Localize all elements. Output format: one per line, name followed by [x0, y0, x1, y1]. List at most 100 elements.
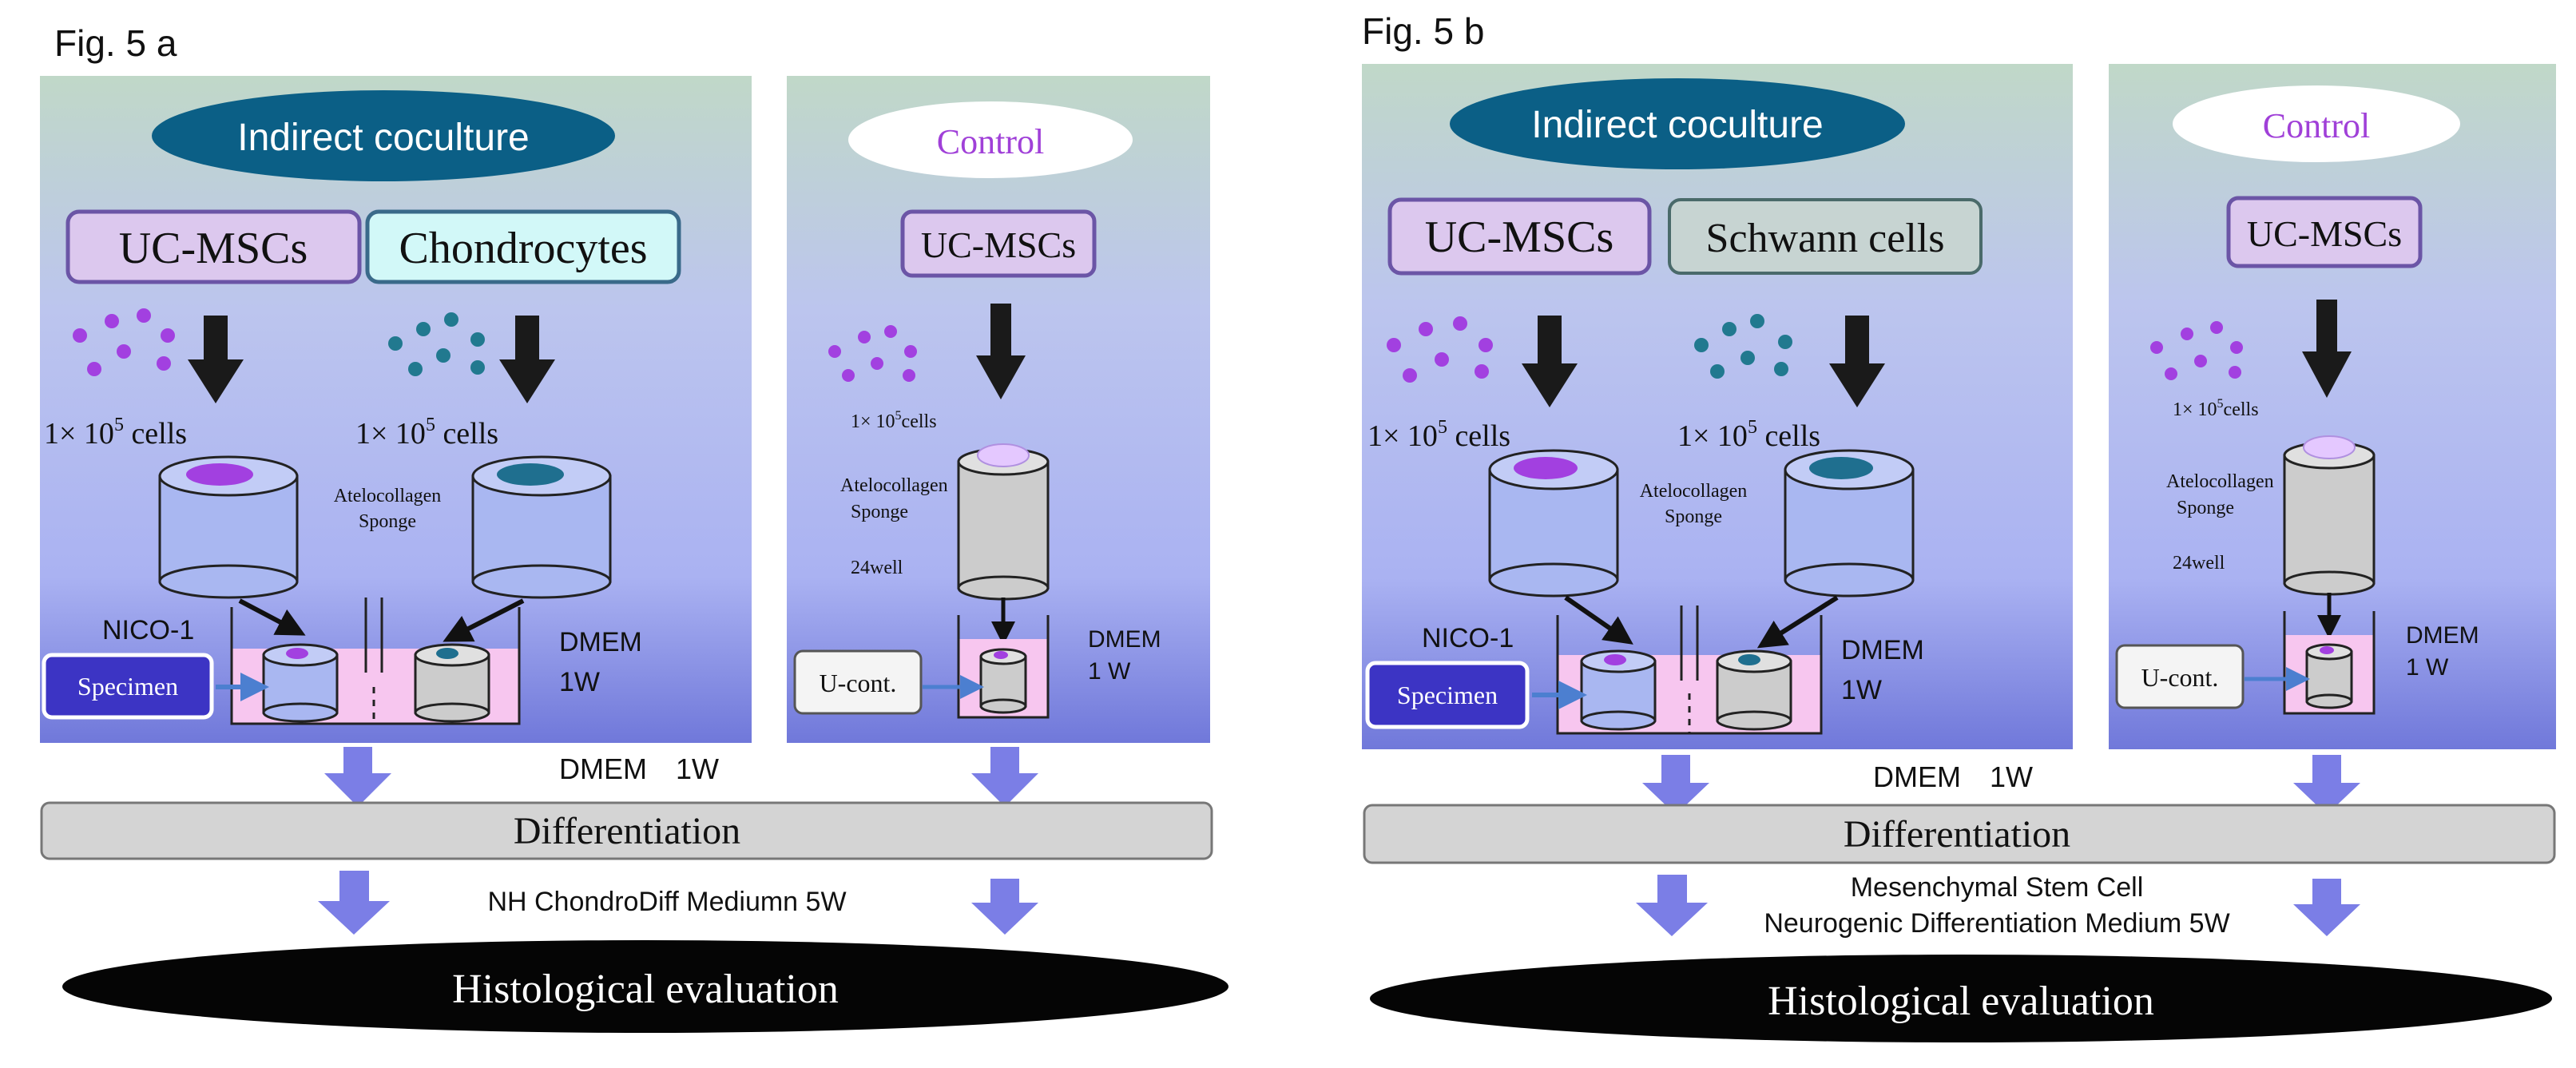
fig-a-partner-cells-dots — [388, 312, 485, 376]
fig-a-partner-label: Chondrocytes — [399, 224, 647, 273]
fig-a-control-sponge-1: Atelocollagen — [840, 475, 948, 496]
fig-a-specimen-box — [42, 653, 214, 720]
fig-b-arrow-to-well-left — [1564, 595, 1633, 645]
fig-a-uc-down-arrow — [188, 316, 244, 403]
fig-a-control-well-label: 24well — [851, 558, 903, 578]
fig-a-medium-1: DMEM — [559, 627, 642, 657]
fig-a-partner-down-arrow — [499, 316, 555, 403]
fig-b-partner-label: Schwann cells — [1706, 216, 1945, 261]
fig-a-arrow-to-well-right — [443, 598, 525, 642]
fig-b-control-sponge — [2283, 435, 2376, 596]
fig-b-control-title-ellipse — [2173, 85, 2460, 162]
fig-a-sponge-label-1: Atelocollagen — [334, 486, 442, 506]
fig-b-cells-left: 1× 105 cells — [1367, 417, 1510, 453]
fig-a-differentiation-bar — [40, 801, 1213, 860]
fig-b-control-uc-label: UC-MSCs — [2247, 213, 2402, 254]
fig-a-control-title: Control — [937, 122, 1044, 161]
fig-b-blue-arrow-2 — [2293, 755, 2360, 815]
fig-a-control-sponge-2: Sponge — [851, 502, 908, 522]
fig-a: Fig. 5 a Indirect coculture UC-MSCs Chon… — [40, 22, 1228, 1033]
fig-b-label: Fig. 5 b — [1362, 10, 1484, 52]
fig-b-partner-cells-dots — [1694, 314, 1792, 379]
fig-b-uc-box — [1387, 197, 1652, 276]
fig-b-sponge-label-1: Atelocollagen — [1640, 481, 1748, 502]
fig-a-specimen-label: Specimen — [77, 672, 178, 701]
fig-b-diff-medium-1: Mesenchymal Stem Cell — [1851, 872, 2144, 903]
fig-a-blue-arrow-3 — [318, 871, 390, 935]
fig-b-medium-2: 1W — [1841, 675, 1882, 705]
fig-a-blue-arrow-4 — [971, 879, 1038, 935]
fig-a-nico-well — [230, 598, 521, 725]
fig-a-uc-cells-dots — [73, 308, 175, 376]
fig-a-between-medium: DMEM 1W — [559, 752, 719, 785]
fig-a-control-box — [793, 649, 923, 715]
fig-a-control-down-arrow — [976, 304, 1026, 399]
fig-b-evaluation-ellipse — [1370, 955, 2552, 1042]
fig-a-control-uc-box — [900, 209, 1097, 278]
fig-b-control-box — [2115, 644, 2245, 709]
fig-b-device-label: NICO-1 — [1422, 623, 1514, 653]
fig-b-control-down-arrow — [2302, 300, 2352, 398]
fig-a-control-medium-1: DMEM — [1088, 626, 1161, 653]
fig-b-specimen-box — [1365, 661, 1530, 729]
fig-b-uc-cells-dots — [1387, 316, 1493, 383]
fig-a-uc-label: UC-MSCs — [119, 224, 308, 273]
fig-b: Fig. 5 b Indirect coculture UC-MSCs Schw… — [1362, 10, 2556, 1042]
fig-b-partner-box — [1668, 198, 1983, 275]
fig-a-control-box-label: U-cont. — [820, 669, 897, 697]
fig-a-control-cells-dots — [828, 325, 917, 382]
fig-b-sponge-left — [1488, 449, 1619, 598]
fig-a-evaluation-ellipse — [62, 940, 1228, 1033]
fig-a-control-uc-label: UC-MSCs — [921, 224, 1076, 265]
fig-a-sponge-label-2: Sponge — [359, 511, 416, 532]
fig-a-sponge-right — [471, 455, 612, 599]
fig-b-arrow-to-well-right — [1756, 595, 1839, 649]
fig-a-control-medium-2: 1 W — [1088, 658, 1131, 685]
fig-a-evaluation-label: Histological evaluation — [452, 967, 839, 1012]
fig-b-control-well-label: 24well — [2173, 553, 2225, 574]
fig-a-arrow-to-well-left — [238, 598, 306, 636]
fig-b-coculture-title: Indirect coculture — [1531, 104, 1824, 146]
fig-b-blue-arrow-1 — [1642, 755, 1709, 815]
fig-a-control-cells: 1× 105cells — [851, 409, 937, 432]
fig-b-coculture-panel — [1362, 64, 2073, 749]
fig-b-cells-right: 1× 105 cells — [1677, 417, 1820, 453]
fig-b-coculture-title-ellipse — [1450, 78, 1905, 169]
fig-a-coculture-title: Indirect coculture — [237, 117, 530, 159]
fig-b-specimen-label: Specimen — [1397, 681, 1498, 709]
fig-b-control-medium-2: 1 W — [2406, 654, 2449, 681]
fig-a-sponge-left — [158, 455, 299, 599]
fig-b-diff-medium-2: Neurogenic Differentiation Medium 5W — [1764, 908, 2229, 939]
fig-b-evaluation-label: Histological evaluation — [1768, 979, 2154, 1024]
fig-b-uc-label: UC-MSCs — [1425, 212, 1614, 262]
fig-b-control-sponge-1: Atelocollagen — [2166, 471, 2274, 492]
fig-a-blue-arrow-2 — [971, 747, 1038, 807]
fig-b-control-box-label: U-cont. — [2141, 663, 2219, 692]
fig-b-differentiation-label: Differentiation — [1844, 813, 2070, 856]
fig-b-blue-arrow-3 — [1636, 875, 1708, 936]
fig-b-sponge-right — [1784, 449, 1915, 598]
fig-b-nico-well — [1556, 605, 1823, 735]
fig-b-medium-1: DMEM — [1841, 635, 1924, 665]
fig-a-differentiation-label: Differentiation — [514, 810, 740, 852]
fig-a-coculture-title-ellipse — [152, 90, 615, 181]
fig-b-control-medium-1: DMEM — [2406, 622, 2479, 649]
fig-a-diff-medium: NH ChondroDiff Mediumn 5W — [487, 887, 846, 917]
fig-a-label: Fig. 5 a — [54, 22, 177, 64]
fig-a-control-sponge — [957, 443, 1050, 601]
fig-b-control-sponge-2: Sponge — [2177, 498, 2234, 518]
fig-b-sponge-label-2: Sponge — [1665, 506, 1722, 527]
fig-b-between-medium: DMEM 1W — [1873, 760, 2033, 793]
fig-a-control-title-ellipse — [848, 101, 1133, 178]
fig-b-partner-down-arrow — [1829, 316, 1885, 407]
fig-b-uc-down-arrow — [1522, 316, 1578, 407]
fig-a-coculture-panel — [40, 76, 752, 743]
fig-a-control-well — [957, 615, 1050, 719]
fig-a-cells-left: 1× 105 cells — [44, 415, 187, 451]
fig-a-cells-right: 1× 105 cells — [355, 415, 498, 451]
fig-b-differentiation-bar — [1363, 804, 2556, 864]
fig-a-partner-box — [365, 209, 681, 284]
fig-b-control-cells-dots — [2150, 321, 2243, 380]
fig-b-control-title: Control — [2263, 106, 2370, 145]
